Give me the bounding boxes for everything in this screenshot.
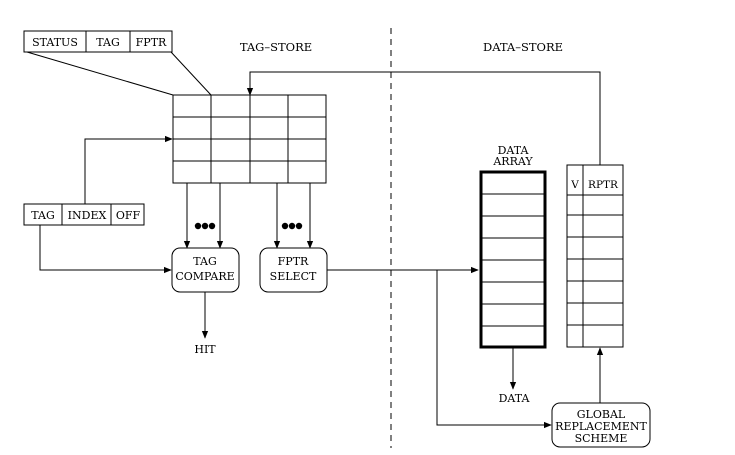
address-field-off: OFF bbox=[116, 209, 141, 222]
tag-compare-line-1: TAG bbox=[193, 255, 216, 268]
data-array-box bbox=[479, 170, 547, 349]
ellipsis-dots-right bbox=[281, 222, 303, 230]
rptr-table: V RPTR bbox=[566, 164, 624, 348]
tag-compare-line-2: COMPARE bbox=[175, 270, 234, 283]
data-output-label: DATA bbox=[499, 392, 531, 405]
address-field-index: INDEX bbox=[68, 209, 107, 222]
entry-field-fptr: FPTR bbox=[136, 36, 167, 49]
data-array-label-2: ARRAY bbox=[492, 155, 533, 168]
select-to-replacement-arrow bbox=[436, 270, 552, 429]
fptr-select-line-2: SELECT bbox=[270, 270, 317, 283]
data-store-title: DATA–STORE bbox=[483, 40, 563, 54]
tag-arrow bbox=[39, 225, 172, 274]
hit-label: HIT bbox=[194, 343, 216, 356]
tag-store-title: TAG–STORE bbox=[240, 40, 312, 54]
tag-store-grid bbox=[172, 94, 327, 184]
fptr-select-block: FPTR SELECT bbox=[259, 247, 328, 293]
rptr-header-rptr: RPTR bbox=[588, 179, 619, 191]
data-array-label-1: DATA bbox=[498, 144, 530, 157]
expansion-line-left bbox=[26, 51, 174, 96]
address-field-tag: TAG bbox=[31, 209, 54, 222]
index-arrow bbox=[84, 135, 173, 204]
global-replacement-line-2: REPLACEMENT bbox=[555, 420, 647, 433]
fptr-select-line-1: FPTR bbox=[278, 255, 309, 268]
tag-compare-block: TAG COMPARE bbox=[171, 247, 240, 293]
global-replacement-line-3: SCHEME bbox=[575, 432, 628, 445]
ellipsis-dots-left bbox=[194, 222, 216, 230]
expansion-line-right bbox=[170, 51, 212, 96]
global-replacement-line-1: GLOBAL bbox=[577, 408, 626, 421]
rptr-header-v: V bbox=[570, 179, 579, 191]
address-box: TAG INDEX OFF bbox=[23, 203, 145, 226]
entry-field-tag: TAG bbox=[96, 36, 119, 49]
entry-field-status: STATUS bbox=[32, 36, 78, 49]
rptr-feedback-arrow bbox=[246, 71, 601, 165]
entry-format-box: STATUS TAG FPTR bbox=[23, 30, 173, 53]
global-replacement-block: GLOBAL REPLACEMENT SCHEME bbox=[551, 402, 651, 448]
